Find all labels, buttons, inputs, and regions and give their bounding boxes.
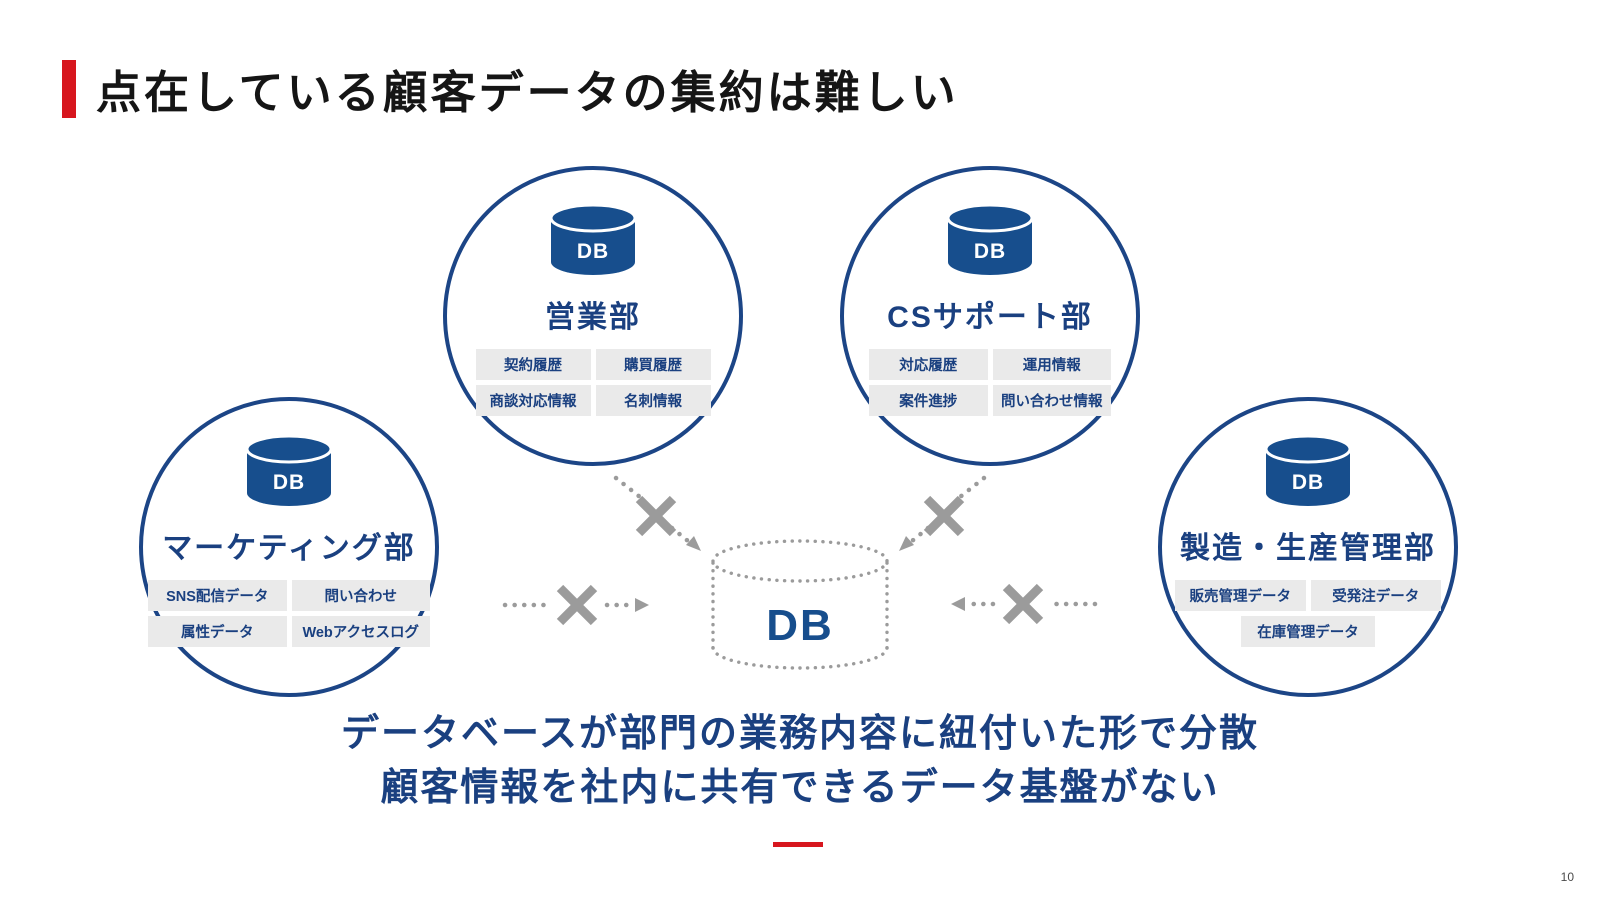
dept-circle-cs-support: DB CSサポート部 対応履歴 運用情報 案件進捗 問い合わせ情報	[840, 166, 1140, 466]
dept-name-marketing: マーケティング部	[162, 532, 416, 565]
database-icon: DB	[946, 203, 1034, 275]
tag: Webアクセスログ	[291, 616, 430, 647]
arrow-sales-to-db	[613, 475, 701, 551]
tag: 対応履歴	[869, 349, 988, 380]
title-accent-bar	[62, 59, 76, 118]
arrowhead-icon	[899, 536, 914, 551]
central-db-label: DB	[766, 601, 834, 650]
key-message-line2: 顧客情報を社内に共有できるデータ基盤がない	[380, 766, 1220, 809]
dept-tags: SNS配信データ 問い合わせ 属性データ Webアクセスログ	[148, 580, 430, 647]
arrowhead-icon	[686, 536, 701, 551]
arrowhead-icon	[951, 597, 965, 611]
tag: 販売管理データ	[1175, 580, 1306, 611]
database-icon: DB	[1264, 434, 1352, 506]
arrow-marketing-to-db	[502, 584, 649, 626]
x-mark-icon	[635, 495, 677, 537]
database-icon: DB	[245, 434, 333, 506]
db-icon-label: DB	[1292, 471, 1324, 494]
tag: 名刺情報	[595, 385, 711, 416]
tag: SNS配信データ	[148, 580, 287, 611]
db-icon-label: DB	[974, 240, 1006, 263]
x-mark-icon	[1002, 583, 1044, 625]
x-mark-icon	[556, 584, 598, 626]
db-icon-label: DB	[273, 471, 305, 494]
page-title: 点在している顧客データの集約は難しい	[96, 67, 959, 118]
tag: 商談対応情報	[475, 385, 591, 416]
dept-name-sales: 営業部	[545, 301, 641, 334]
dept-circle-marketing: DB マーケティング部 SNS配信データ 問い合わせ 属性データ Webアクセス…	[139, 397, 439, 697]
dept-tags: 契約履歴 購買履歴 商談対応情報 名刺情報	[475, 349, 711, 416]
dept-name-cs-support: CSサポート部	[887, 301, 1093, 334]
tag: 受発注データ	[1310, 580, 1441, 611]
central-database-icon: DB	[711, 539, 889, 670]
tag: 属性データ	[148, 616, 287, 647]
dept-circle-manufacturing: DB 製造・生産管理部 販売管理データ 受発注データ 在庫管理データ	[1158, 397, 1458, 697]
page-number: 10	[1560, 870, 1574, 884]
tag: 問い合わせ情報	[992, 385, 1111, 416]
database-icon: DB	[549, 203, 637, 275]
dept-tags: 販売管理データ 受発注データ 在庫管理データ	[1175, 580, 1441, 647]
dept-circle-sales: DB 営業部 契約履歴 購買履歴 商談対応情報 名刺情報	[443, 166, 743, 466]
dept-tags: 対応履歴 運用情報 案件進捗 問い合わせ情報	[869, 349, 1111, 416]
arrow-cs-to-db	[899, 475, 987, 551]
key-message-line1: データベースが部門の業務内容に紐付いた形で分散	[340, 713, 1260, 755]
tag: 問い合わせ	[291, 580, 430, 611]
tag: 在庫管理データ	[1241, 616, 1375, 647]
tag: 運用情報	[992, 349, 1111, 380]
db-icon-label: DB	[577, 240, 609, 263]
x-mark-icon	[923, 495, 965, 537]
tag: 購買履歴	[595, 349, 711, 380]
key-message: データベースが部門の業務内容に紐付いた形で分散 顧客情報を社内に共有できるデータ…	[0, 708, 1600, 816]
arrow-manufacturing-to-db	[951, 583, 1098, 625]
arrowhead-icon	[635, 598, 649, 612]
dept-name-manufacturing: 製造・生産管理部	[1180, 532, 1436, 565]
red-underline	[773, 842, 823, 847]
slide-header: 点在している顧客データの集約は難しい	[62, 56, 959, 121]
tag: 契約履歴	[475, 349, 591, 380]
tag: 案件進捗	[869, 385, 988, 416]
